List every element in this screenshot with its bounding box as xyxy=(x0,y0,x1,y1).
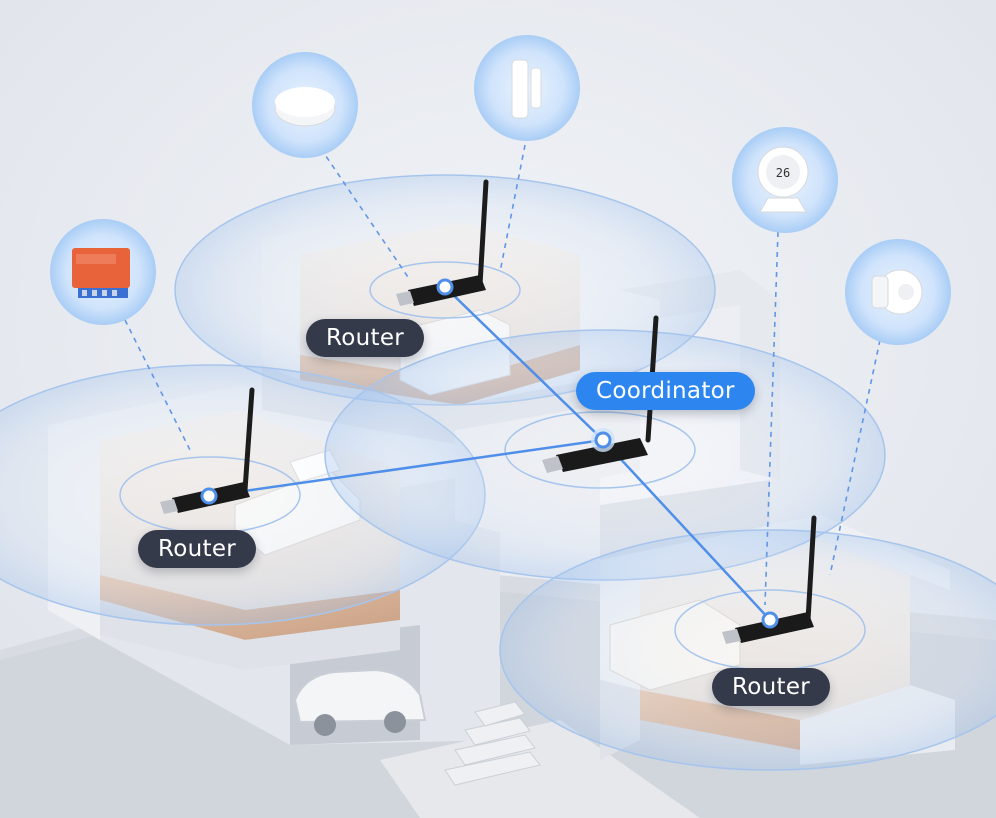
router-label-left: Router xyxy=(138,530,257,568)
thermometer-display-icon: 26 xyxy=(732,127,838,233)
motion-sensor-icon xyxy=(845,239,951,345)
door-sensor-icon xyxy=(474,35,580,141)
router-label-right: Router xyxy=(712,668,831,706)
coordinator-label: Coordinator xyxy=(576,372,755,410)
device-links xyxy=(124,139,881,606)
mesh-links xyxy=(207,285,772,622)
relay-module-icon xyxy=(50,219,156,325)
router-dongle-right xyxy=(722,515,817,644)
svg-text:26: 26 xyxy=(776,166,790,180)
round-puck-icon xyxy=(252,52,358,158)
link-nodes xyxy=(200,278,779,629)
router-label-top: Router xyxy=(306,319,425,357)
